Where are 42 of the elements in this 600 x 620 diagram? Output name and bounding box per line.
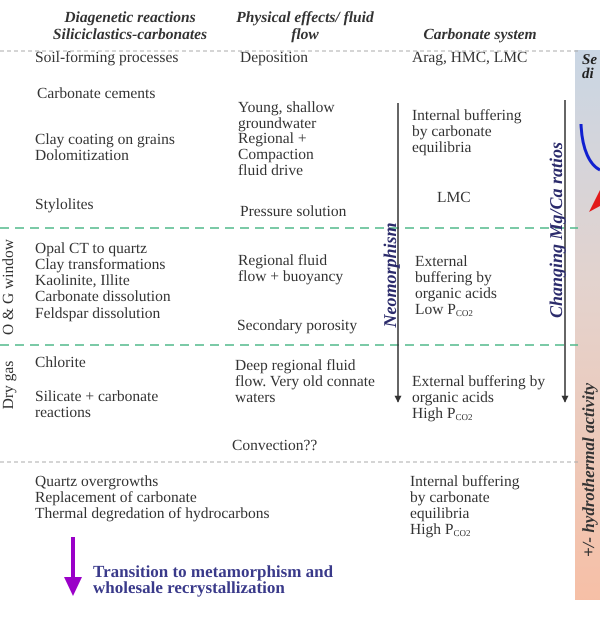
table-text: Deposition: [240, 50, 310, 66]
table-text: LMC: [437, 190, 472, 206]
table-text: Soil-forming processes: [35, 50, 180, 66]
table-text: Replacement of carbonate: [35, 490, 198, 506]
vertical-label: +/- hydrothermal activity: [581, 383, 597, 557]
table-text: Kaolinite, Illite: [35, 273, 131, 289]
table-text: Deep regional fluid flow. Very old connate waters: [235, 358, 376, 406]
table-text: Feldspar dissolution: [35, 306, 162, 322]
vertical-label: Neomorphism: [382, 222, 398, 328]
table-text: Convection??: [232, 438, 318, 454]
table-text: High P$_{CO2}$: [412, 406, 474, 422]
table-text: Carbonate cements: [37, 86, 156, 102]
table-text: Silicate + carbonate reactions: [35, 389, 160, 421]
note: Transition to metamorphism and wholesale recrystallization: [93, 564, 334, 596]
table-text: Regional fluid flow + buoyancy: [238, 253, 344, 285]
band-label: Se: [582, 53, 597, 67]
column-heading: Physical effects/ fluid flow: [235, 9, 375, 43]
table-text: Chlorite: [35, 355, 87, 371]
table-text: Arag, HMC, LMC: [412, 50, 528, 66]
column-heading: Diagenetic reactions Siliciclastics-carbonates: [52, 9, 208, 43]
table-text: High P$_{CO2}$: [410, 522, 472, 538]
table-text: External buffering by organic acids: [415, 254, 498, 302]
zone-label: O & G window: [1, 239, 17, 335]
table-text: Stylolites: [35, 197, 95, 213]
table-text: Pressure solution: [240, 204, 348, 220]
table-text: Internal buffering by carbonate equilibria: [410, 474, 520, 522]
zone-label: Dry gas: [1, 360, 17, 410]
column-heading: Carbonate system: [422, 26, 538, 43]
table-text: Dolomitization: [35, 148, 130, 164]
table-text: Clay transformations: [35, 257, 166, 273]
table-text: Thermal degredation of hydrocarbons: [35, 506, 271, 522]
table-text: Low P$_{CO2}$: [415, 302, 474, 318]
table-text: Regional + Compaction fluid drive: [238, 131, 314, 179]
table-text: Quartz overgrowths: [35, 474, 160, 490]
table-text: Opal CT to quartz: [35, 241, 148, 257]
table-text: Clay coating on grains: [35, 132, 176, 148]
table-text: Internal buffering by carbonate equilibria: [412, 108, 522, 156]
band-label: di: [582, 67, 594, 81]
vertical-label: Changing Mg/Ca ratios: [548, 142, 564, 318]
table-text: Young, shallow groundwater: [238, 100, 336, 132]
table-text: Carbonate dissolution: [35, 289, 172, 305]
table-text: External buffering by organic acids: [412, 374, 546, 406]
